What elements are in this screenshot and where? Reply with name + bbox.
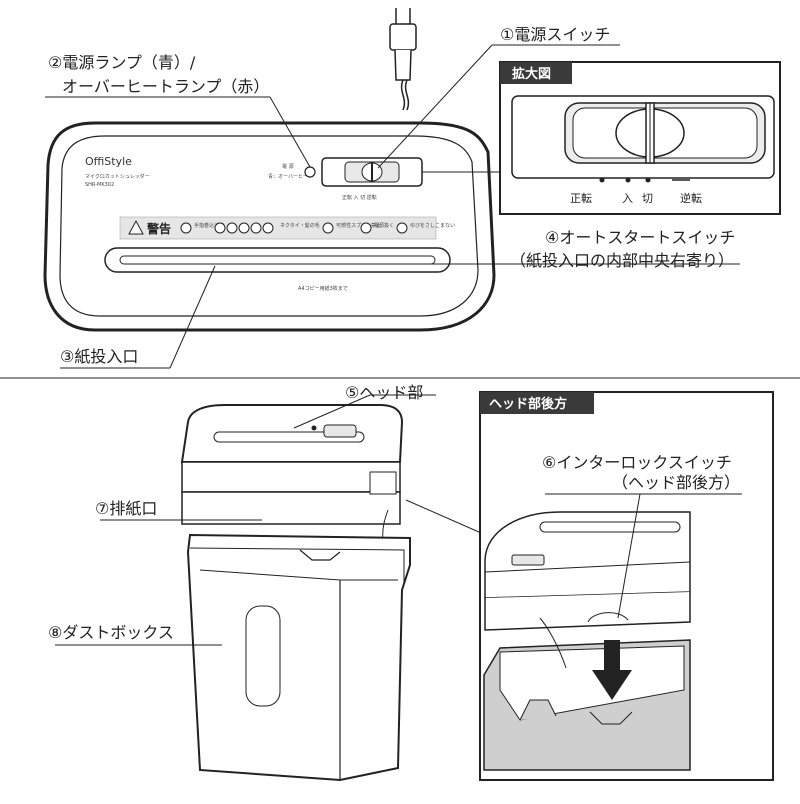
svg-text:ネクタイ・髪の毛: ネクタイ・髪の毛 <box>280 222 320 229</box>
zoomed-power-switch[interactable] <box>511 95 775 179</box>
rear-view-box: ヘッド部後方 ⑥インターロックスイッチ （ヘッド部後方） <box>479 391 774 781</box>
label-dust-box: ⑧ダストボックス <box>48 623 174 642</box>
head-unit <box>180 404 404 581</box>
shredder-top-view: OffiStyle マイクロカットシュレッダー SHR-MK302 電 源 青：… <box>43 121 496 332</box>
zoom-box-title: 拡大図 <box>512 66 551 82</box>
svg-text:電源抜く: 電源抜く <box>374 222 394 229</box>
model-name: マイクロカットシュレッダー <box>85 173 150 180</box>
label-head: ⑤ヘッド部 <box>345 383 423 402</box>
dust-box <box>186 533 411 782</box>
warning-strip: 警告 手指巻込注意 ネクタイ・髪の毛 可燃性スプレー禁止 電源抜く ゆびをさしこ… <box>119 216 455 240</box>
leader-lines-bottom-left <box>55 394 489 646</box>
svg-text:手指巻込注意: 手指巻込注意 <box>194 222 224 229</box>
label-auto-start-line2: （紙投入口の内部中央右寄り） <box>510 251 734 270</box>
zoom-pos-forward: 正転 <box>570 192 592 205</box>
switch-position-caption: 正転 入 切 逆転 <box>342 194 377 201</box>
label-exit: ⑦排紙口 <box>95 499 157 518</box>
power-plug-icon <box>389 8 417 111</box>
svg-text:ゆびをさしこまない: ゆびをさしこまない <box>410 222 455 229</box>
lamp-caption-sub: 青：オーバーヒート <box>268 173 313 180</box>
capacity-note: A4コピー用紙3枚まで <box>298 285 348 292</box>
label-interlock-line1: ⑥インターロックスイッチ <box>542 453 732 472</box>
leader-lines-top <box>45 44 740 369</box>
label-paper-slot: ③紙投入口 <box>60 347 138 366</box>
lamp-caption: 電 源 <box>282 163 294 170</box>
label-auto-start-line1: ④オートスタートスイッチ <box>545 228 735 247</box>
model-number: SHR-MK302 <box>85 182 114 188</box>
warning-title: 警告 <box>146 221 171 236</box>
svg-text:可燃性スプレー禁止: 可燃性スプレー禁止 <box>336 222 381 229</box>
label-lamp-line2: オーバーヒートランプ（赤） <box>62 77 269 96</box>
rear-box-title: ヘッド部後方 <box>489 396 567 412</box>
zoom-pos-off: 切 <box>642 192 653 205</box>
label-power-switch: ①電源スイッチ <box>500 25 610 44</box>
zoom-pos-on: 入 <box>622 192 633 205</box>
power-switch[interactable] <box>321 157 423 187</box>
zoom-box: 拡大図 正転 入 切 逆転 <box>499 61 781 215</box>
power-lamp <box>304 166 316 178</box>
brand-logo: OffiStyle <box>85 155 132 168</box>
label-lamp-line1: ②電源ランプ（青）/ <box>48 53 196 72</box>
paper-slot[interactable] <box>104 247 451 273</box>
label-interlock-line2: （ヘッド部後方） <box>612 473 740 492</box>
zoom-pos-reverse: 逆転 <box>680 191 702 205</box>
down-arrow-icon <box>592 640 632 700</box>
